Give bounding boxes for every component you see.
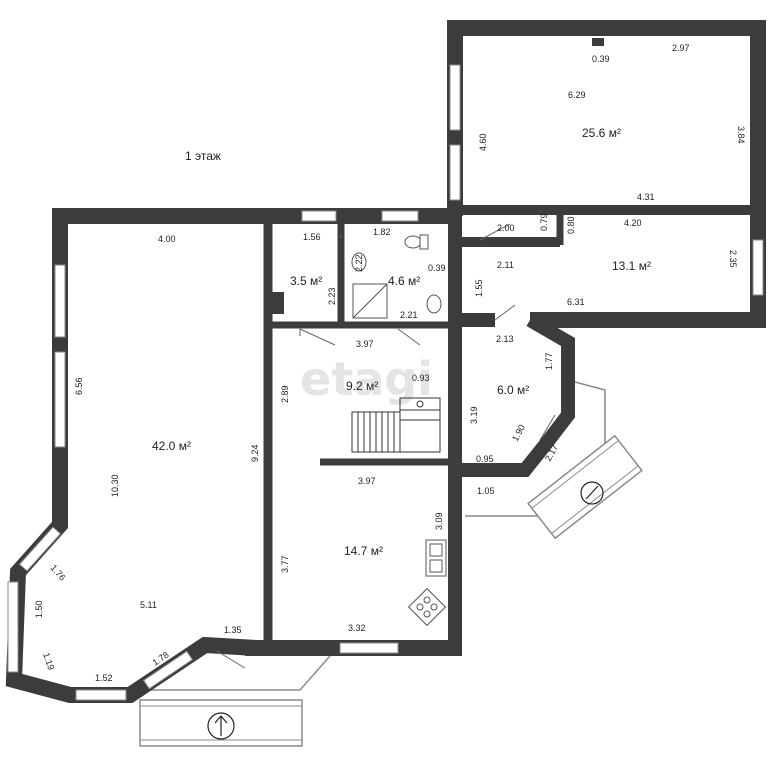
dimension-label: 3.97 (356, 339, 374, 349)
dimension-label: 1.90 (510, 423, 527, 443)
dimension-label: 0.39 (592, 54, 610, 64)
watermark: etagi (300, 352, 433, 406)
dimension-label: 4.20 (624, 218, 642, 228)
dimension-label: 2.13 (496, 334, 514, 344)
stair-arrow-right-icon (580, 481, 604, 505)
dimension-label: 3.19 (469, 406, 479, 424)
room-area-medium: 13.1 м² (612, 259, 651, 273)
dimension-label: 1.82 (373, 227, 391, 237)
shower-icon (352, 283, 388, 319)
dimension-label: 0.79 (539, 213, 549, 231)
dimension-label: 0.39 (428, 263, 446, 273)
dimension-label: 2.89 (280, 385, 290, 403)
dimension-label: 1.77 (544, 352, 554, 370)
dimension-label: 3.97 (358, 476, 376, 486)
dimension-label: 1.76 (48, 563, 67, 583)
dimension-label: 2.21 (400, 310, 418, 320)
dimension-label: 9.24 (250, 444, 260, 462)
room-area-storage: 3.5 м² (290, 274, 322, 288)
dimension-label: 2.22 (354, 254, 364, 272)
dimension-label: 3.32 (348, 623, 366, 633)
windows (7, 64, 764, 701)
dimension-label: 6.31 (567, 297, 585, 307)
column (272, 292, 284, 314)
dimension-label: 2.00 (497, 223, 515, 233)
room-area-kitchen: 14.7 м² (344, 544, 383, 558)
dimension-label: 10.30 (110, 474, 120, 497)
dimension-label: 6.29 (568, 90, 586, 100)
staircase-icon (351, 397, 441, 453)
dimension-label: 0.95 (476, 454, 494, 464)
dimension-label: 0.93 (412, 373, 430, 383)
dimension-label: 1.35 (224, 625, 242, 635)
dimension-label: 3.77 (280, 555, 290, 573)
dimension-label: 2.97 (672, 43, 690, 53)
dimension-label: 4.31 (637, 192, 655, 202)
room-area-living: 42.0 м² (152, 439, 191, 453)
toilet-icon (404, 234, 429, 250)
room-area-bathroom: 4.6 м² (388, 274, 420, 288)
dimension-label: 4.60 (478, 133, 488, 151)
dimension-labels: 4.00 6.56 10.30 9.24 1.76 1.50 1.19 1.52… (34, 43, 746, 683)
dimension-label: 0.80 (566, 216, 576, 234)
dimension-label: 2.35 (728, 250, 738, 268)
dimension-label: 1.55 (474, 279, 484, 297)
room-area-vestibule: 6.0 м² (497, 383, 529, 397)
stair-arrow-bottom-icon (207, 712, 235, 740)
dimension-label: 1.56 (303, 232, 321, 242)
floor-title: 1 этаж (185, 149, 221, 163)
dimension-label: 2.23 (327, 287, 337, 305)
stove-icon (407, 587, 447, 627)
sink-icon (351, 252, 442, 314)
dimension-label: 4.00 (158, 234, 176, 244)
dimension-label: 5.11 (140, 600, 157, 610)
dimension-label: 1.52 (95, 673, 113, 683)
dimension-label: 1.05 (477, 486, 495, 496)
column (592, 38, 604, 46)
dimension-label: 1.19 (41, 651, 56, 671)
dimension-label: 6.56 (74, 377, 84, 395)
room-area-hall: 9.2 м² (346, 379, 378, 393)
room-area-large: 25.6 м² (582, 126, 621, 140)
dimension-label: 3.09 (434, 512, 444, 530)
dimension-label: 3.84 (736, 126, 746, 144)
dimension-label: 2.11 (497, 260, 514, 270)
kitchen-sink-icon (425, 539, 447, 577)
balcony-right (465, 381, 643, 540)
dimension-label: 1.50 (34, 600, 44, 618)
doors (214, 223, 556, 669)
